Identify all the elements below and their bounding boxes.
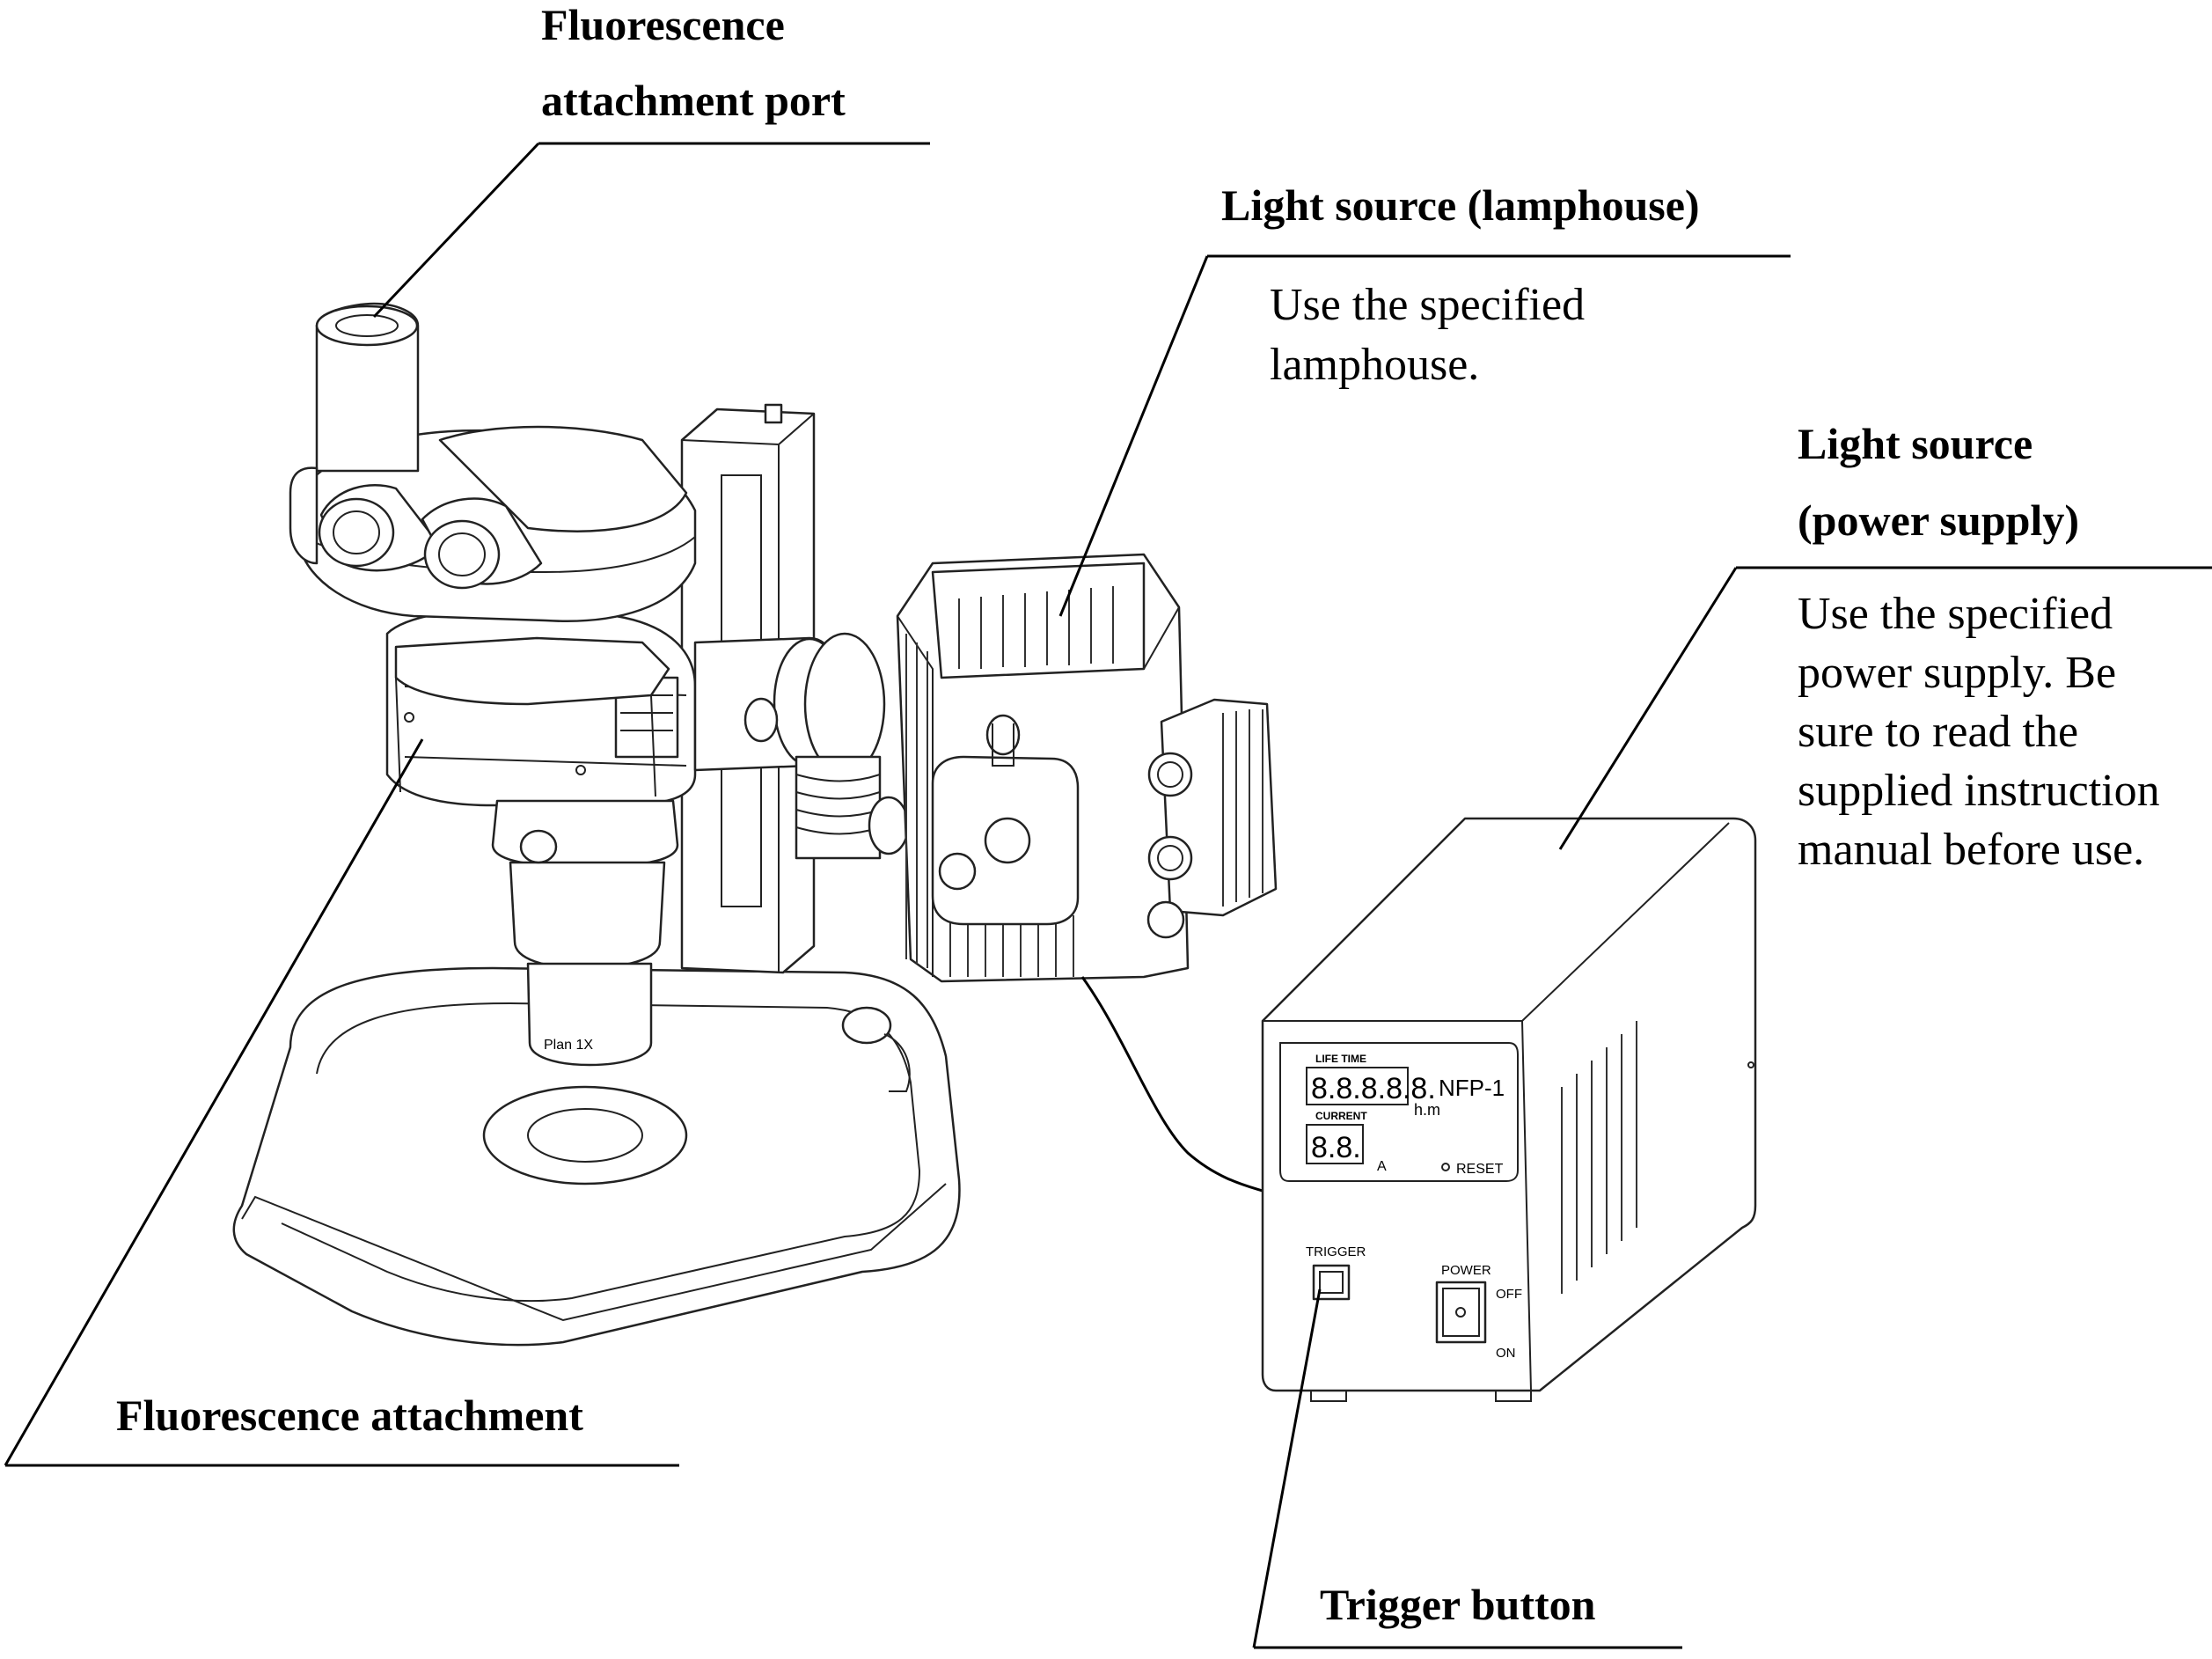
power-title-line1: Light source — [1798, 419, 2033, 468]
reset-button[interactable] — [1441, 1163, 1450, 1171]
lamphouse-title: Light source (lamphouse) — [1221, 180, 1700, 230]
attachment-leader — [4, 738, 424, 1466]
power-leader — [1558, 567, 1738, 850]
lamphouse-leader — [1058, 255, 1209, 617]
panel-reset-label: RESET — [1456, 1162, 1504, 1177]
port-label-line2: attachment port — [541, 76, 846, 125]
panel-model-name: NFP-1 — [1439, 1075, 1505, 1101]
attachment-label: Fluorescence attachment — [116, 1391, 583, 1440]
stereo-microscope-drawing: Plan 1X — [232, 302, 961, 1347]
leader-lines — [4, 142, 2212, 1649]
panel-power-label: POWER — [1441, 1263, 1491, 1278]
panel-on-label: ON — [1496, 1346, 1516, 1361]
power-title-line2: (power supply) — [1798, 495, 2079, 545]
objective-label: Plan 1X — [544, 1038, 593, 1053]
panel-trigger-label: TRIGGER — [1306, 1244, 1366, 1259]
trigger-button-label: Trigger button — [1320, 1580, 1596, 1629]
power-supply-drawing: LIFE TIME 8.8.8.8.8. h.m NFP-1 CURRENT 8… — [1261, 817, 1757, 1402]
panel-life-time-display: 8.8.8.8.8. — [1311, 1072, 1436, 1105]
panel-life-time-label: LIFE TIME — [1315, 1053, 1366, 1065]
lamphouse-note-line2: lamphouse. — [1270, 340, 1479, 390]
lamphouse-drawing — [896, 553, 1278, 1194]
power-note-line1: Use the specified — [1798, 589, 2113, 639]
callout-power-supply: Light source (power supply) Use the spec… — [1798, 419, 2160, 875]
power-switch[interactable] — [1435, 1281, 1487, 1344]
lamphouse-note-line1: Use the specified — [1270, 280, 1585, 330]
power-note-line5: manual before use. — [1798, 825, 2144, 875]
callout-attachment: Fluorescence attachment — [116, 1391, 583, 1440]
port-leader — [372, 142, 540, 319]
panel-hm-unit: h.m — [1414, 1101, 1440, 1119]
panel-off-label: OFF — [1496, 1287, 1522, 1302]
trigger-leader — [1252, 1288, 1322, 1648]
port-label-line1: Fluorescence — [541, 0, 785, 49]
panel-amp-unit: A — [1377, 1159, 1387, 1174]
power-note-line2: power supply. Be — [1798, 648, 2116, 698]
panel-current-label: CURRENT — [1315, 1110, 1367, 1122]
power-note-line4: supplied instruction — [1798, 766, 2160, 816]
panel-current-display: 8.8. — [1311, 1131, 1361, 1164]
callout-trigger: Trigger button — [1320, 1580, 1596, 1629]
power-note-line3: sure to read the — [1798, 707, 2078, 757]
callout-lamphouse: Light source (lamphouse) Use the specifi… — [1221, 180, 1700, 390]
callout-port: Fluorescence attachment port — [541, 0, 846, 125]
